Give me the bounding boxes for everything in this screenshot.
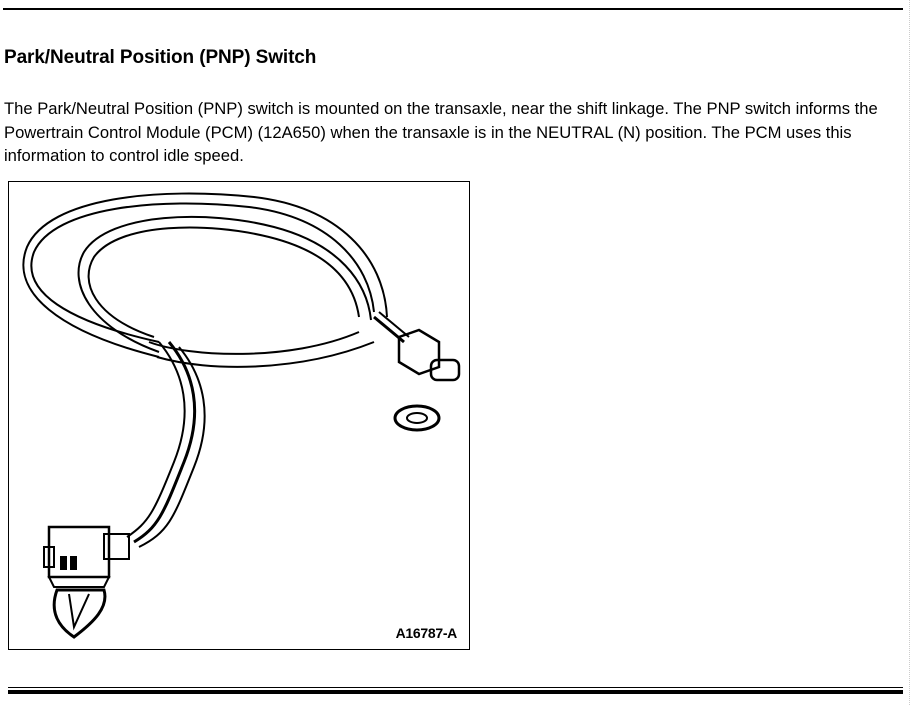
figure-label: A16787-A (395, 625, 458, 641)
description-paragraph: The Park/Neutral Position (PNP) switch i… (4, 99, 878, 165)
page-title: Park/Neutral Position (PNP) Switch (4, 47, 317, 68)
pnp-switch-illustration: A16787-A (8, 181, 470, 650)
top-divider (3, 8, 903, 10)
bottom-divider-thick (8, 690, 903, 694)
page-edge (909, 0, 911, 705)
bottom-divider-thin (8, 687, 903, 688)
wiring-harness-drawing (22, 192, 461, 639)
